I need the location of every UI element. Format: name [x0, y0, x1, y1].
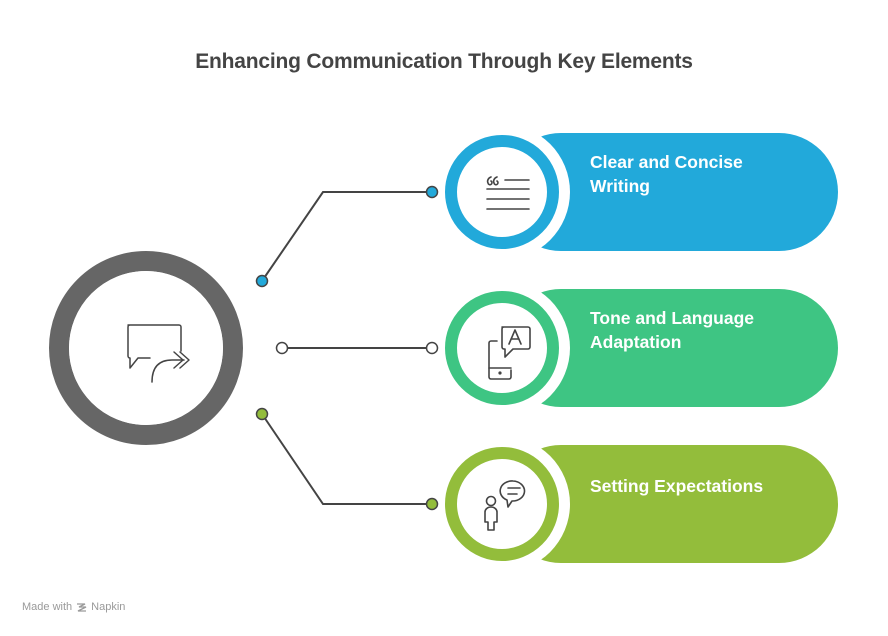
- item-label-2: Tone and Language Adaptation: [590, 306, 820, 354]
- item-card-3[interactable]: [434, 436, 838, 572]
- connector-3: [261, 413, 432, 505]
- person-speech-icon: [484, 480, 526, 531]
- hub-node[interactable]: [49, 251, 243, 445]
- connector-dot: [255, 274, 269, 288]
- connector-dot: [425, 185, 439, 199]
- connector-dot: [275, 341, 289, 355]
- connector-1: [261, 191, 432, 282]
- connector-dot: [425, 497, 439, 511]
- item-pill-background: [502, 289, 838, 407]
- item-label-line: Tone and Language: [590, 308, 754, 328]
- footer-brand: Napkin: [91, 601, 126, 613]
- item-label-line: Setting Expectations: [590, 476, 764, 496]
- item-icon-ring: [445, 135, 559, 249]
- chat-forward-icon: [127, 324, 190, 383]
- item-label-line: Adaptation: [590, 332, 682, 352]
- item-label-line: Writing: [590, 176, 650, 196]
- connector-dots: [255, 185, 439, 511]
- page-title: Enhancing Communication Through Key Elem…: [195, 50, 693, 73]
- connector-dot: [425, 341, 439, 355]
- footer-attribution[interactable]: Made with Napkin: [22, 601, 125, 613]
- item-label-3: Setting Expectations: [590, 474, 820, 498]
- item-pill-background: [502, 133, 838, 251]
- connectors: [261, 191, 432, 505]
- footer-prefix: Made with: [22, 601, 73, 613]
- napkin-logo-icon: [77, 602, 87, 612]
- item-label-1: Clear and Concise Writing: [590, 150, 820, 198]
- item-card-2[interactable]: [434, 280, 838, 416]
- item-icon-ring: [445, 447, 559, 561]
- connector-dot: [255, 407, 269, 421]
- item-label-line: Clear and Concise: [590, 152, 743, 172]
- item-card-1[interactable]: [434, 124, 838, 260]
- phone-translate-icon: [488, 326, 531, 380]
- quote-text-icon: [486, 176, 530, 210]
- item-pill-background: [502, 445, 838, 563]
